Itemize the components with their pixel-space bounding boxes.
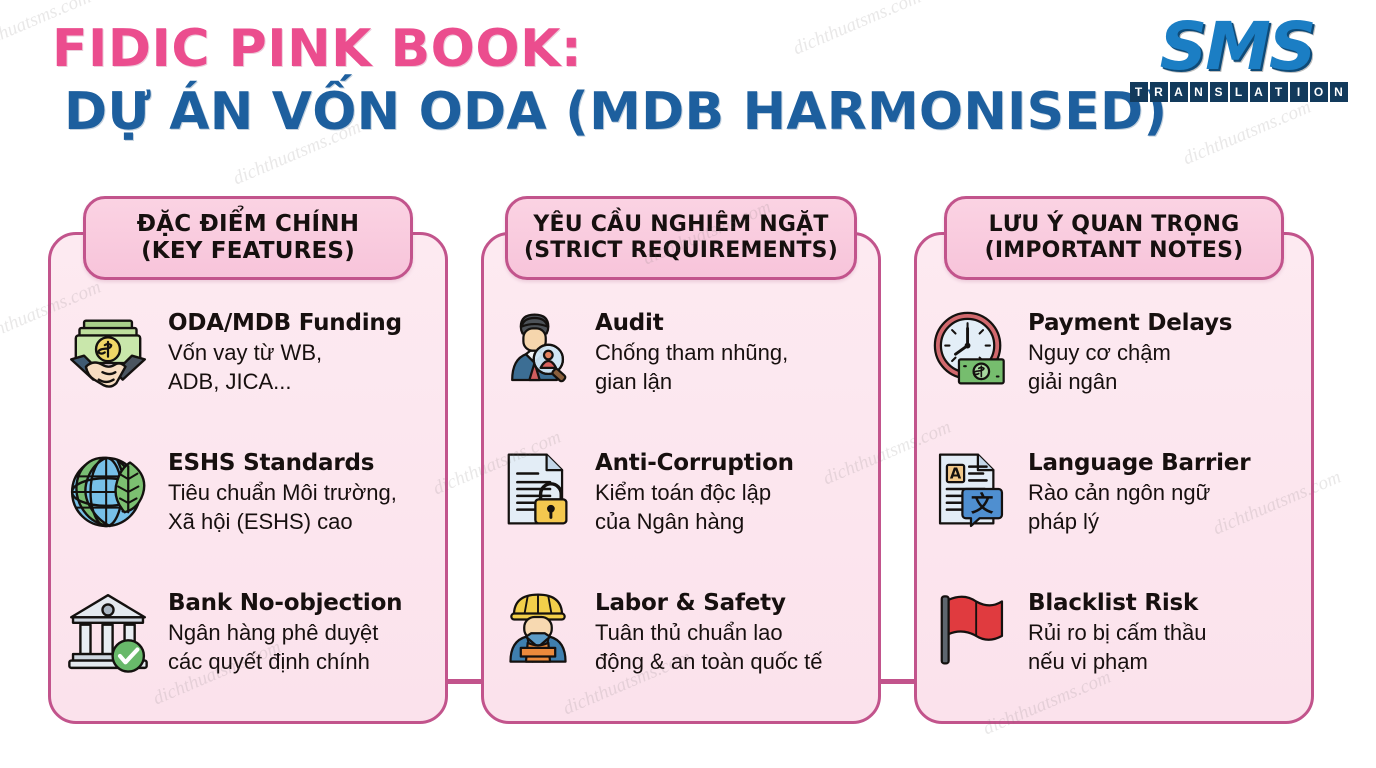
item-title: Payment Delays [1028,310,1233,336]
list-item: ODA/MDB Funding Vốn vay từ WB, ADB, JICA… [62,298,434,438]
list-item: ESHS Standards Tiêu chuẩn Môi trường, Xã… [62,438,434,578]
title-line-1: FIDIC PINK BOOK: [52,19,583,79]
item-title: Blacklist Risk [1028,590,1199,616]
logo-wordmark: SMS [1159,8,1317,85]
item-title: Bank No-objection [168,590,403,616]
list-item: Bank No-objection Ngân hàng phê duyệt cá… [62,578,434,718]
item-text: Anti-Corruption Kiểm toán độc lập của Ng… [595,438,867,536]
logo-subtitle-letter: A [1250,82,1268,102]
item-description: Nguy cơ chậm giải ngân [1028,340,1171,394]
item-description: Vốn vay từ WB, ADB, JICA... [168,340,323,394]
red-flag-icon [940,595,1004,665]
list-item: Audit Chống tham nhũng, gian lận [495,298,867,438]
pill-line-2: (IMPORTANT NOTES) [984,238,1244,263]
item-text: Blacklist Risk Rủi ro bị cấm thầu nếu vi… [1028,578,1300,676]
pill-line-1: LƯU Ý QUAN TRỌNG [988,212,1240,238]
item-description: Rào cản ngôn ngữ pháp lý [1028,480,1211,534]
logo-subtitle-letter: T [1130,82,1148,102]
item-description: Chống tham nhũng, gian lận [595,340,789,394]
column-header-pill: ĐẶC ĐIỂM CHÍNH (KEY FEATURES) [83,196,413,280]
connector-line-1 [446,679,484,684]
item-title: ODA/MDB Funding [168,310,402,336]
item-text: ODA/MDB Funding Vốn vay từ WB, ADB, JICA… [168,298,434,396]
logo-subtitle-letter: R [1150,82,1168,102]
logo-subtitle-letter: O [1310,82,1328,102]
pill-line-1: YÊU CẦU NGHIÊM NGẶT [533,212,829,238]
item-text: Bank No-objection Ngân hàng phê duyệt cá… [168,578,434,676]
logo-subtitle-letter: A [1170,82,1188,102]
column-header-pill: LƯU Ý QUAN TRỌNG (IMPORTANT NOTES) [944,196,1284,280]
header: FIDIC PINK BOOK: DỰ ÁN VỐN ODA (MDB HARM… [0,0,1376,180]
item-description: Tuân thủ chuẩn lao động & an toàn quốc t… [595,620,823,674]
page-title: FIDIC PINK BOOK: DỰ ÁN VỐN ODA (MDB HARM… [52,22,1167,142]
items-list: Payment Delays Nguy cơ chậm giải ngân A [914,298,1314,718]
item-description: Tiêu chuẩn Môi trường, Xã hội (ESHS) cao [168,480,397,534]
item-text: Audit Chống tham nhũng, gian lận [595,298,867,396]
item-description: Rủi ro bị cấm thầu nếu vi phạm [1028,620,1207,674]
svg-text:A: A [950,466,962,483]
item-text: Labor & Safety Tuân thủ chuẩn lao động &… [595,578,867,676]
column-important-notes: LƯU Ý QUAN TRỌNG (IMPORTANT NOTES) [914,196,1314,724]
item-description: Ngân hàng phê duyệt các quyết định chính [168,620,379,674]
item-text: Payment Delays Nguy cơ chậm giải ngân [1028,298,1300,396]
items-list: Audit Chống tham nhũng, gian lận [481,298,881,718]
pill-line-2: (KEY FEATURES) [141,238,355,264]
items-list: ODA/MDB Funding Vốn vay từ WB, ADB, JICA… [48,298,448,718]
item-title: Audit [595,310,664,336]
item-title: Labor & Safety [595,590,786,616]
document-lock-icon [507,453,568,525]
columns-container: ĐẶC ĐIỂM CHÍNH (KEY FEATURES) [0,196,1376,736]
list-item: Labor & Safety Tuân thủ chuẩn lao động &… [495,578,867,718]
bank-check-icon [68,594,148,673]
logo-subtitle-letter: N [1330,82,1348,102]
item-text: ESHS Standards Tiêu chuẩn Môi trường, Xã… [168,438,434,536]
item-title: ESHS Standards [168,450,375,476]
column-header-pill: YÊU CẦU NGHIÊM NGẶT (STRICT REQUIREMENTS… [505,196,857,280]
item-text: Language Barrier Rào cản ngôn ngữ pháp l… [1028,438,1300,536]
list-item: Anti-Corruption Kiểm toán độc lập của Ng… [495,438,867,578]
globe-leaf-icon [70,456,146,528]
logo-subtitle-letter: T [1270,82,1288,102]
logo-subtitle-letter: L [1230,82,1248,102]
item-title: Language Barrier [1028,450,1251,476]
money-handshake-icon [70,319,146,388]
construction-worker-icon [509,593,567,663]
pill-line-2: (STRICT REQUIREMENTS) [524,238,838,263]
title-line-2: DỰ ÁN VỐN ODA (MDB HARMONISED) [64,81,1168,142]
connector-line-2 [879,679,917,684]
clock-money-icon [933,311,1005,385]
column-key-features: ĐẶC ĐIỂM CHÍNH (KEY FEATURES) [48,196,448,724]
item-title: Anti-Corruption [595,450,794,476]
column-strict-requirements: YÊU CẦU NGHIÊM NGẶT (STRICT REQUIREMENTS… [481,196,881,724]
list-item: Payment Delays Nguy cơ chậm giải ngân [928,298,1300,438]
svg-text:文: 文 [971,490,994,517]
logo-subtitle-letter: I [1290,82,1308,102]
list-item: Blacklist Risk Rủi ro bị cấm thầu nếu vi… [928,578,1300,718]
logo-subtitle-letter: N [1190,82,1208,102]
pill-line-1: ĐẶC ĐIỂM CHÍNH [136,210,360,237]
logo-subtitle-letter: S [1210,82,1228,102]
translation-document-icon: A 文 [938,453,1004,528]
auditor-magnifier-icon [511,313,567,383]
item-description: Kiểm toán độc lập của Ngân hàng [595,480,772,534]
list-item: A 文 Language Barrier Rào cản ngôn ngữ ph… [928,438,1300,578]
